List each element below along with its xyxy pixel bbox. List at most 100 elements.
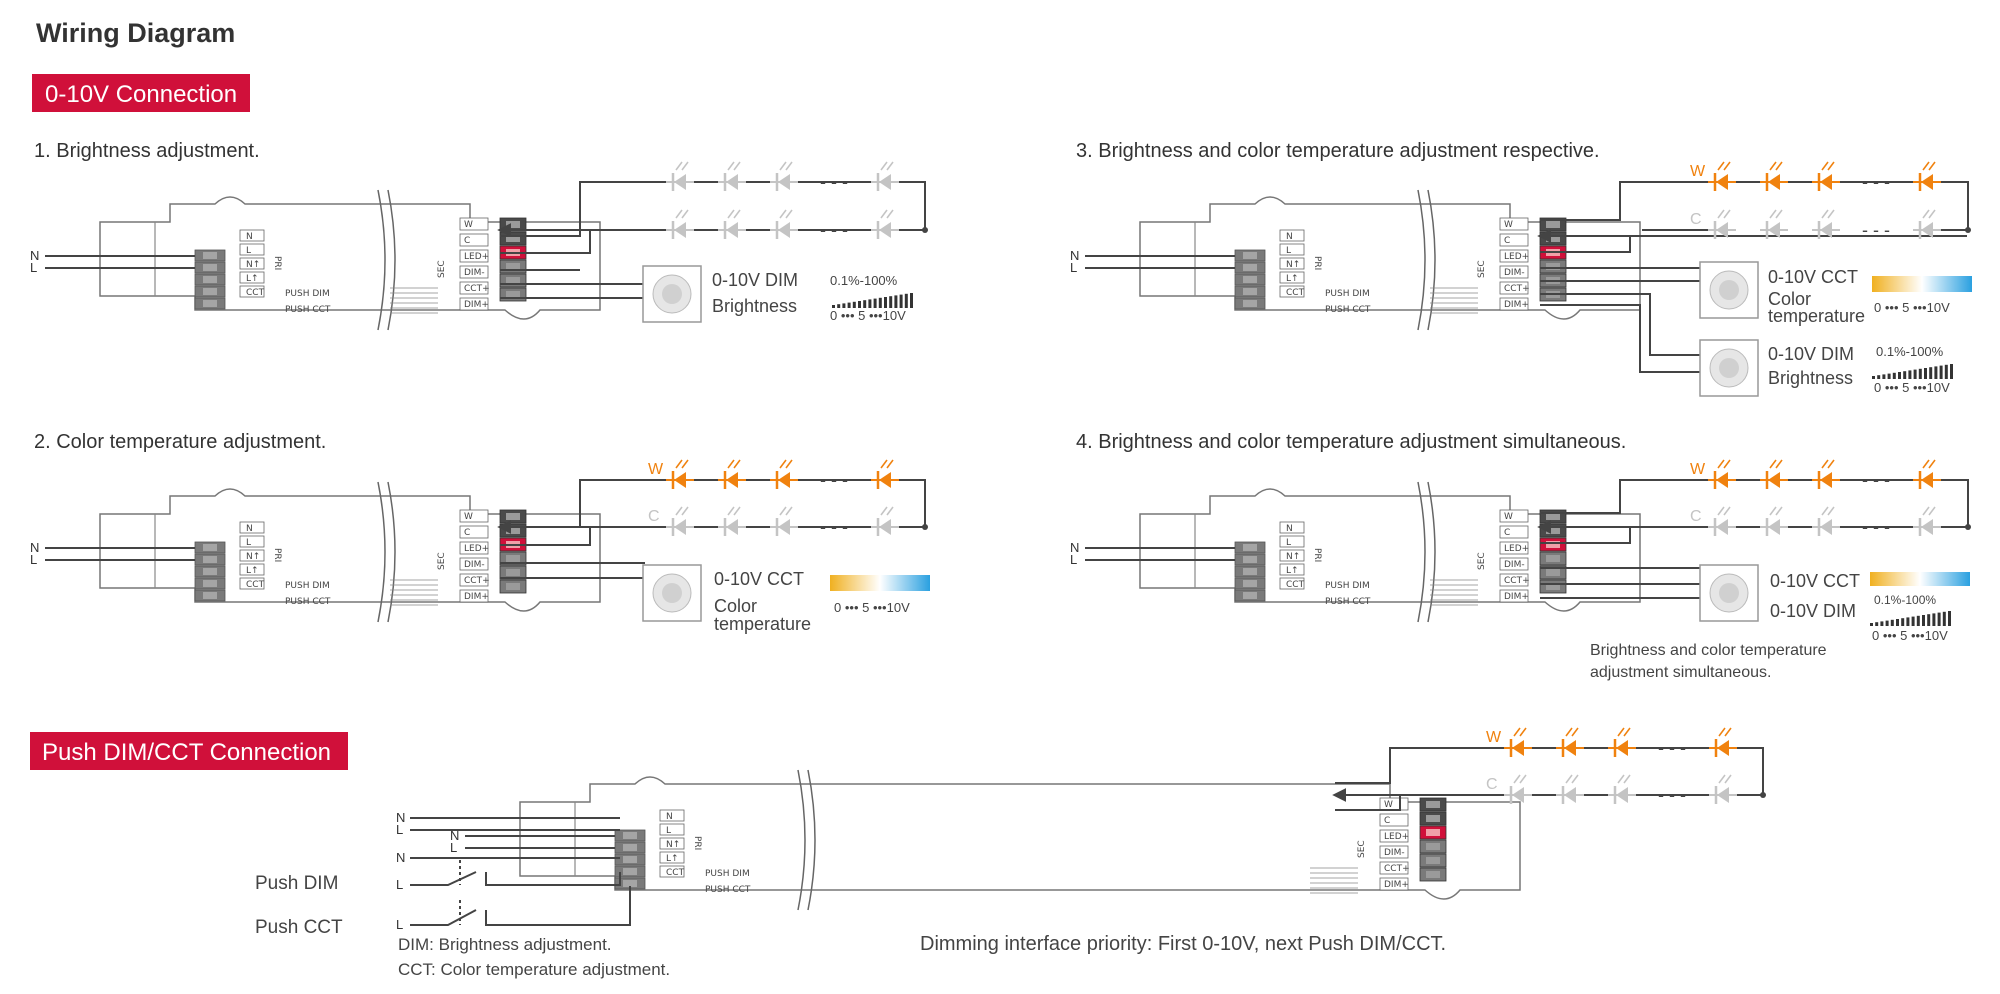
led-ray <box>779 459 787 469</box>
led-ray <box>1821 209 1829 219</box>
section-1-scale-range: 0.1%-100% <box>830 273 898 288</box>
section-2-dimmer-label-1: 0-10V CCT <box>714 569 804 589</box>
sec-label: SEC <box>437 552 447 570</box>
led-triangle <box>1716 222 1728 238</box>
output-terminal-label: DIM- <box>1504 268 1525 278</box>
led-ray <box>880 459 888 469</box>
output-terminal-label: CCT+ <box>1504 576 1530 586</box>
input-terminal-label: L <box>246 246 251 256</box>
led-triangle <box>1820 222 1832 238</box>
section-4-scale-ticks: 0 ••• 5 •••10V <box>1872 628 1948 643</box>
led-ray <box>1717 209 1725 219</box>
brightness-step <box>904 293 908 308</box>
cool-led-icon <box>770 209 798 239</box>
section-1-dimmer-label-1: 0-10V DIM <box>712 270 798 290</box>
banner-0-10v-bg <box>32 74 250 112</box>
brightness-step <box>884 297 887 308</box>
section-4-scale-range: 0.1%-100% <box>1874 593 1936 607</box>
input-terminal-label: N↑ <box>1286 552 1300 562</box>
dimmer-knob <box>642 564 702 622</box>
warm-led-icon <box>1709 727 1737 757</box>
led-ray <box>727 459 735 469</box>
output-terminal-label: W <box>1504 220 1513 230</box>
led-triangle <box>1716 519 1728 535</box>
warm-led-icon <box>1812 161 1840 191</box>
dimmer-dial-center <box>662 284 682 304</box>
input-terminal-label: L↑ <box>1286 274 1299 284</box>
sec-label: SEC <box>1357 840 1367 858</box>
led-ray <box>681 459 689 469</box>
input-terminal-screw <box>623 880 637 887</box>
section-2-dimmer-label-3: temperature <box>714 614 811 634</box>
warm-led-icon <box>666 459 694 489</box>
sec-label: SEC <box>1477 552 1487 570</box>
led-ray <box>675 506 683 516</box>
led-triangle <box>674 222 686 238</box>
led-ray <box>681 209 689 219</box>
led-ray <box>1928 506 1936 516</box>
warm-led-icon <box>1812 459 1840 489</box>
input-terminal-label-box <box>1279 535 1305 548</box>
output-terminal-label-box <box>1379 861 1409 875</box>
push-cct-text: PUSH CCT <box>1325 597 1371 607</box>
led-triangle <box>1716 174 1728 190</box>
brightness-step <box>1944 364 1948 379</box>
warm-channel-label: W <box>1690 461 1706 478</box>
dimmer-knob <box>1699 261 1759 319</box>
output-terminal-screw <box>506 513 520 520</box>
cool-channel-label: C <box>1690 211 1702 228</box>
brightness-step <box>1890 619 1894 626</box>
break-mark <box>1417 481 1426 623</box>
input-terminal-label-box <box>239 257 265 270</box>
output-terminal-label-box <box>459 217 489 231</box>
push-dim-text: PUSH DIM <box>285 581 330 591</box>
led-triangle <box>1768 472 1780 488</box>
section-4-dimmer-label-2: 0-10V DIM <box>1770 601 1856 621</box>
output-terminal-label: DIM+ <box>464 300 489 310</box>
output-terminal-label: CCT+ <box>464 576 490 586</box>
led-ray <box>1928 209 1936 219</box>
input-terminal-label: L <box>666 826 671 836</box>
push-dim-text: PUSH DIM <box>1325 289 1370 299</box>
output-terminal-screw <box>1546 569 1560 576</box>
output-terminal-label: CCT+ <box>1384 864 1410 874</box>
brightness-step <box>1903 371 1907 379</box>
input-terminal-screw <box>203 252 217 259</box>
dimmer-knob <box>642 265 702 323</box>
input-terminal-label: CCT <box>246 580 265 590</box>
input-terminal-label: N↑ <box>1286 260 1300 270</box>
output-terminal-screw <box>1426 801 1440 808</box>
warm-channel-label: W <box>648 461 664 478</box>
mains-n-label: N <box>450 828 459 843</box>
mains-n-label: N <box>30 540 39 555</box>
input-terminal-screw <box>203 580 217 587</box>
brightness-bars <box>1872 364 1953 379</box>
section-2-scale-ticks: 0 ••• 5 •••10V <box>834 600 910 615</box>
output-terminal-label-box <box>459 249 489 263</box>
led-row-cool-bottom: - - - <box>600 209 925 240</box>
cool-led-icon <box>1760 506 1788 536</box>
led-triangle <box>778 222 790 238</box>
led-triangle <box>1717 740 1729 756</box>
brightness-step <box>1934 366 1938 379</box>
input-terminal-screw <box>1243 276 1257 283</box>
led-triangle <box>879 519 891 535</box>
led-ray <box>1775 209 1783 219</box>
brightness-step <box>1875 622 1879 626</box>
dimmer-dial-center <box>1719 358 1739 378</box>
brightness-step <box>1887 373 1891 379</box>
wiring-section-1 <box>497 181 928 299</box>
led-ray <box>880 161 888 171</box>
led-ray <box>1922 506 1930 516</box>
led-ray <box>675 459 683 469</box>
led-triangle <box>1820 174 1832 190</box>
warm-led-icon <box>770 459 798 489</box>
output-terminal-screw <box>1426 843 1440 850</box>
led-triangle <box>726 472 738 488</box>
output-terminal-label: W <box>464 512 473 522</box>
sec-label: SEC <box>437 260 447 278</box>
output-terminal-label-box <box>1499 589 1529 603</box>
output-terminal-label: W <box>1504 512 1513 522</box>
